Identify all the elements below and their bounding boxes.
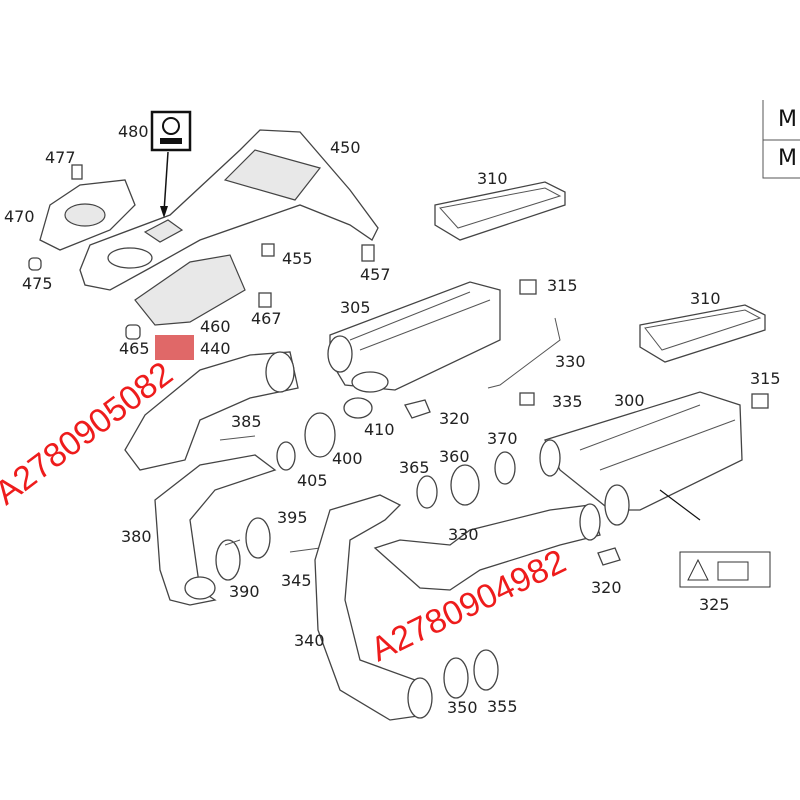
air-filter-310-part <box>639 304 766 363</box>
callout-345: 345 <box>281 571 312 590</box>
callout-385: 385 <box>231 412 262 431</box>
callout-305: 305 <box>340 298 371 317</box>
callout-440: 440 <box>200 339 231 358</box>
callout-400: 400 <box>332 449 363 468</box>
air-duct-440-part <box>124 351 299 471</box>
callout-340: 340 <box>294 631 325 650</box>
callout-310: 310 <box>477 169 508 188</box>
callout-475: 475 <box>22 274 53 293</box>
callout-360: 360 <box>439 447 470 466</box>
callout-330: 330 <box>555 352 586 371</box>
callout-460: 460 <box>200 317 231 336</box>
callout-335: 335 <box>552 392 583 411</box>
warning-label-325 <box>679 551 771 588</box>
callout-365: 365 <box>399 458 430 477</box>
callout-325: 325 <box>699 595 730 614</box>
callout-330: 330 <box>448 525 479 544</box>
callout-370: 370 <box>487 429 518 448</box>
callout-320: 320 <box>591 578 622 597</box>
air-filter-housing-305-part <box>327 281 501 393</box>
callout-480: 480 <box>118 122 149 141</box>
callout-455: 455 <box>282 249 313 268</box>
warning-label-icon <box>150 110 192 218</box>
callout-410: 410 <box>364 420 395 439</box>
engine-cover-part <box>79 129 379 291</box>
callout-450: 450 <box>330 138 361 157</box>
callout-labels: 480 450 477 470 475 455 457 467 460 465 … <box>4 122 781 717</box>
air-filter-310-part <box>434 181 566 241</box>
callout-315: 315 <box>547 276 578 295</box>
callout-320: 320 <box>439 409 470 428</box>
callout-467: 467 <box>251 309 282 328</box>
intake-pipe-340-part <box>314 494 426 721</box>
callout-355: 355 <box>487 697 518 716</box>
callout-380: 380 <box>121 527 152 546</box>
callout-405: 405 <box>297 471 328 490</box>
table-cell: M <box>778 107 797 132</box>
legend-table: M M <box>762 100 800 179</box>
intake-pipe-380-part <box>154 454 277 606</box>
callout-310: 310 <box>690 289 721 308</box>
callout-350: 350 <box>447 698 478 717</box>
callout-395: 395 <box>277 508 308 527</box>
callout-390: 390 <box>229 582 260 601</box>
callout-315: 315 <box>750 369 781 388</box>
cover-460-part <box>134 254 246 326</box>
callout-457: 457 <box>360 265 391 284</box>
callout-477: 477 <box>45 148 76 167</box>
air-filter-housing-300-part <box>539 391 743 526</box>
callout-300: 300 <box>614 391 645 410</box>
highlight-marker <box>155 335 194 360</box>
callout-470: 470 <box>4 207 35 226</box>
callout-465: 465 <box>119 339 150 358</box>
table-cell: M <box>778 146 797 171</box>
